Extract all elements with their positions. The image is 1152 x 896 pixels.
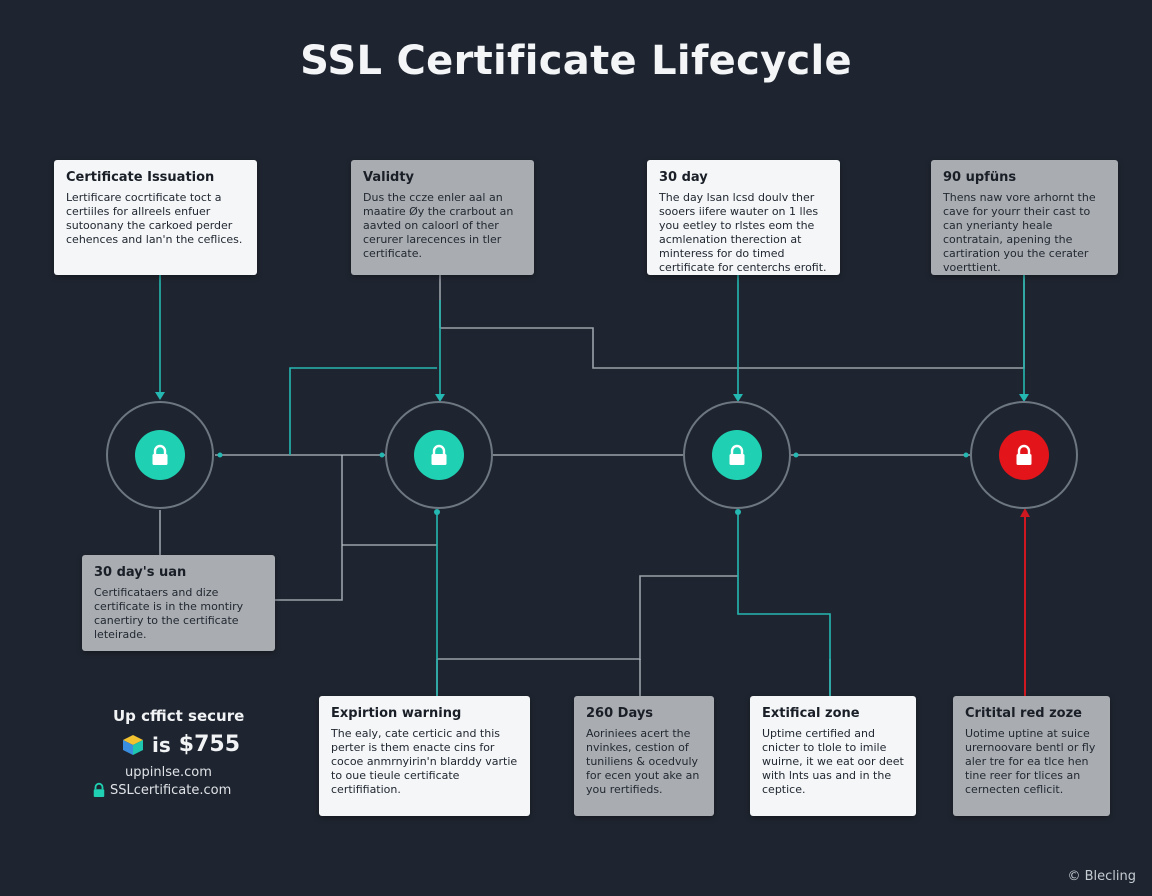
card-260-days: 260 Days Aoriniees acert the nvinkes, ce… [574,696,714,816]
lock-icon [1016,444,1032,465]
brand-tagline: Up cffict secure [113,707,245,725]
node-core [712,430,762,480]
brand-price-row: is $755 [122,732,240,757]
card-body: Lertificare cocrtificate toct a certiile… [66,191,243,246]
diagram-title: SSL Certificate Lifecycle [300,38,852,84]
card-heading: 30 day [659,170,708,185]
card-certificate-issuation: Certificate Issuation Lertificare cocrti… [54,160,257,275]
card-heading: 90 upfüns [943,170,1017,185]
lifecycle-node-validity [385,401,493,509]
card-heading: Extifical zone [762,706,860,721]
node-core [999,430,1049,480]
card-heading: 260 Days [586,706,654,721]
lock-icon [93,782,105,797]
footer-credit: © Blecling [1067,869,1136,884]
card-expirtion-warning: Expirtion warning The ealy, cate certici… [319,696,530,816]
brand-url-1: uppinlse.com [125,765,212,780]
price-value: $755 [178,732,240,757]
node-core [414,430,464,480]
card-90-upfuns: 90 upfüns Thens naw vore arhornt the cav… [931,160,1118,275]
card-heading: Critital red zoze [965,706,1082,721]
card-heading: 30 day's uan [94,565,187,580]
lock-icon [729,444,745,465]
card-heading: Certificate Issuation [66,170,215,185]
card-body: The ealy, cate certicic and this perter … [331,727,518,796]
card-extifical-zone: Extifical zone Uptime certified and cnic… [750,696,916,816]
cube-icon [123,734,143,755]
node-core [135,430,185,480]
brand-url-2: SSLcertificate.com [110,782,232,798]
lock-icon [152,444,168,465]
price-prefix: is [152,732,171,757]
lifecycle-node-issuance [106,401,214,509]
card-body: Certificataers and dize certificate is i… [94,586,244,641]
card-validty: Validty Dus the ccze enler aal an maatir… [351,160,534,275]
card-critital-red-zoze: Critital red zoze Uotime uptine at suice… [953,696,1110,816]
card-body: Dus the ccze enler aal an maatire Øy the… [363,191,514,260]
card-body: Uotime uptine at suice urernoovare bentl… [965,727,1096,796]
card-heading: Expirtion warning [331,706,462,721]
brand-url-row: SSLcertificate.com [92,782,231,798]
card-body: The day lsan lcsd doulv ther sooers iife… [659,191,827,274]
lifecycle-node-30-day [683,401,791,509]
lifecycle-node-critical [970,401,1078,509]
card-body: Thens naw vore arhornt the cave for your… [943,191,1096,274]
card-heading: Validty [363,170,415,185]
card-30-days-uan: 30 day's uan Certificataers and dize cer… [82,555,275,651]
lock-icon [431,444,447,465]
card-30-day: 30 day The day lsan lcsd doulv ther sooe… [647,160,840,275]
card-body: Aoriniees acert the nvinkes, cestion of … [586,727,700,796]
card-body: Uptime certified and cnicter to tlole to… [762,727,904,796]
